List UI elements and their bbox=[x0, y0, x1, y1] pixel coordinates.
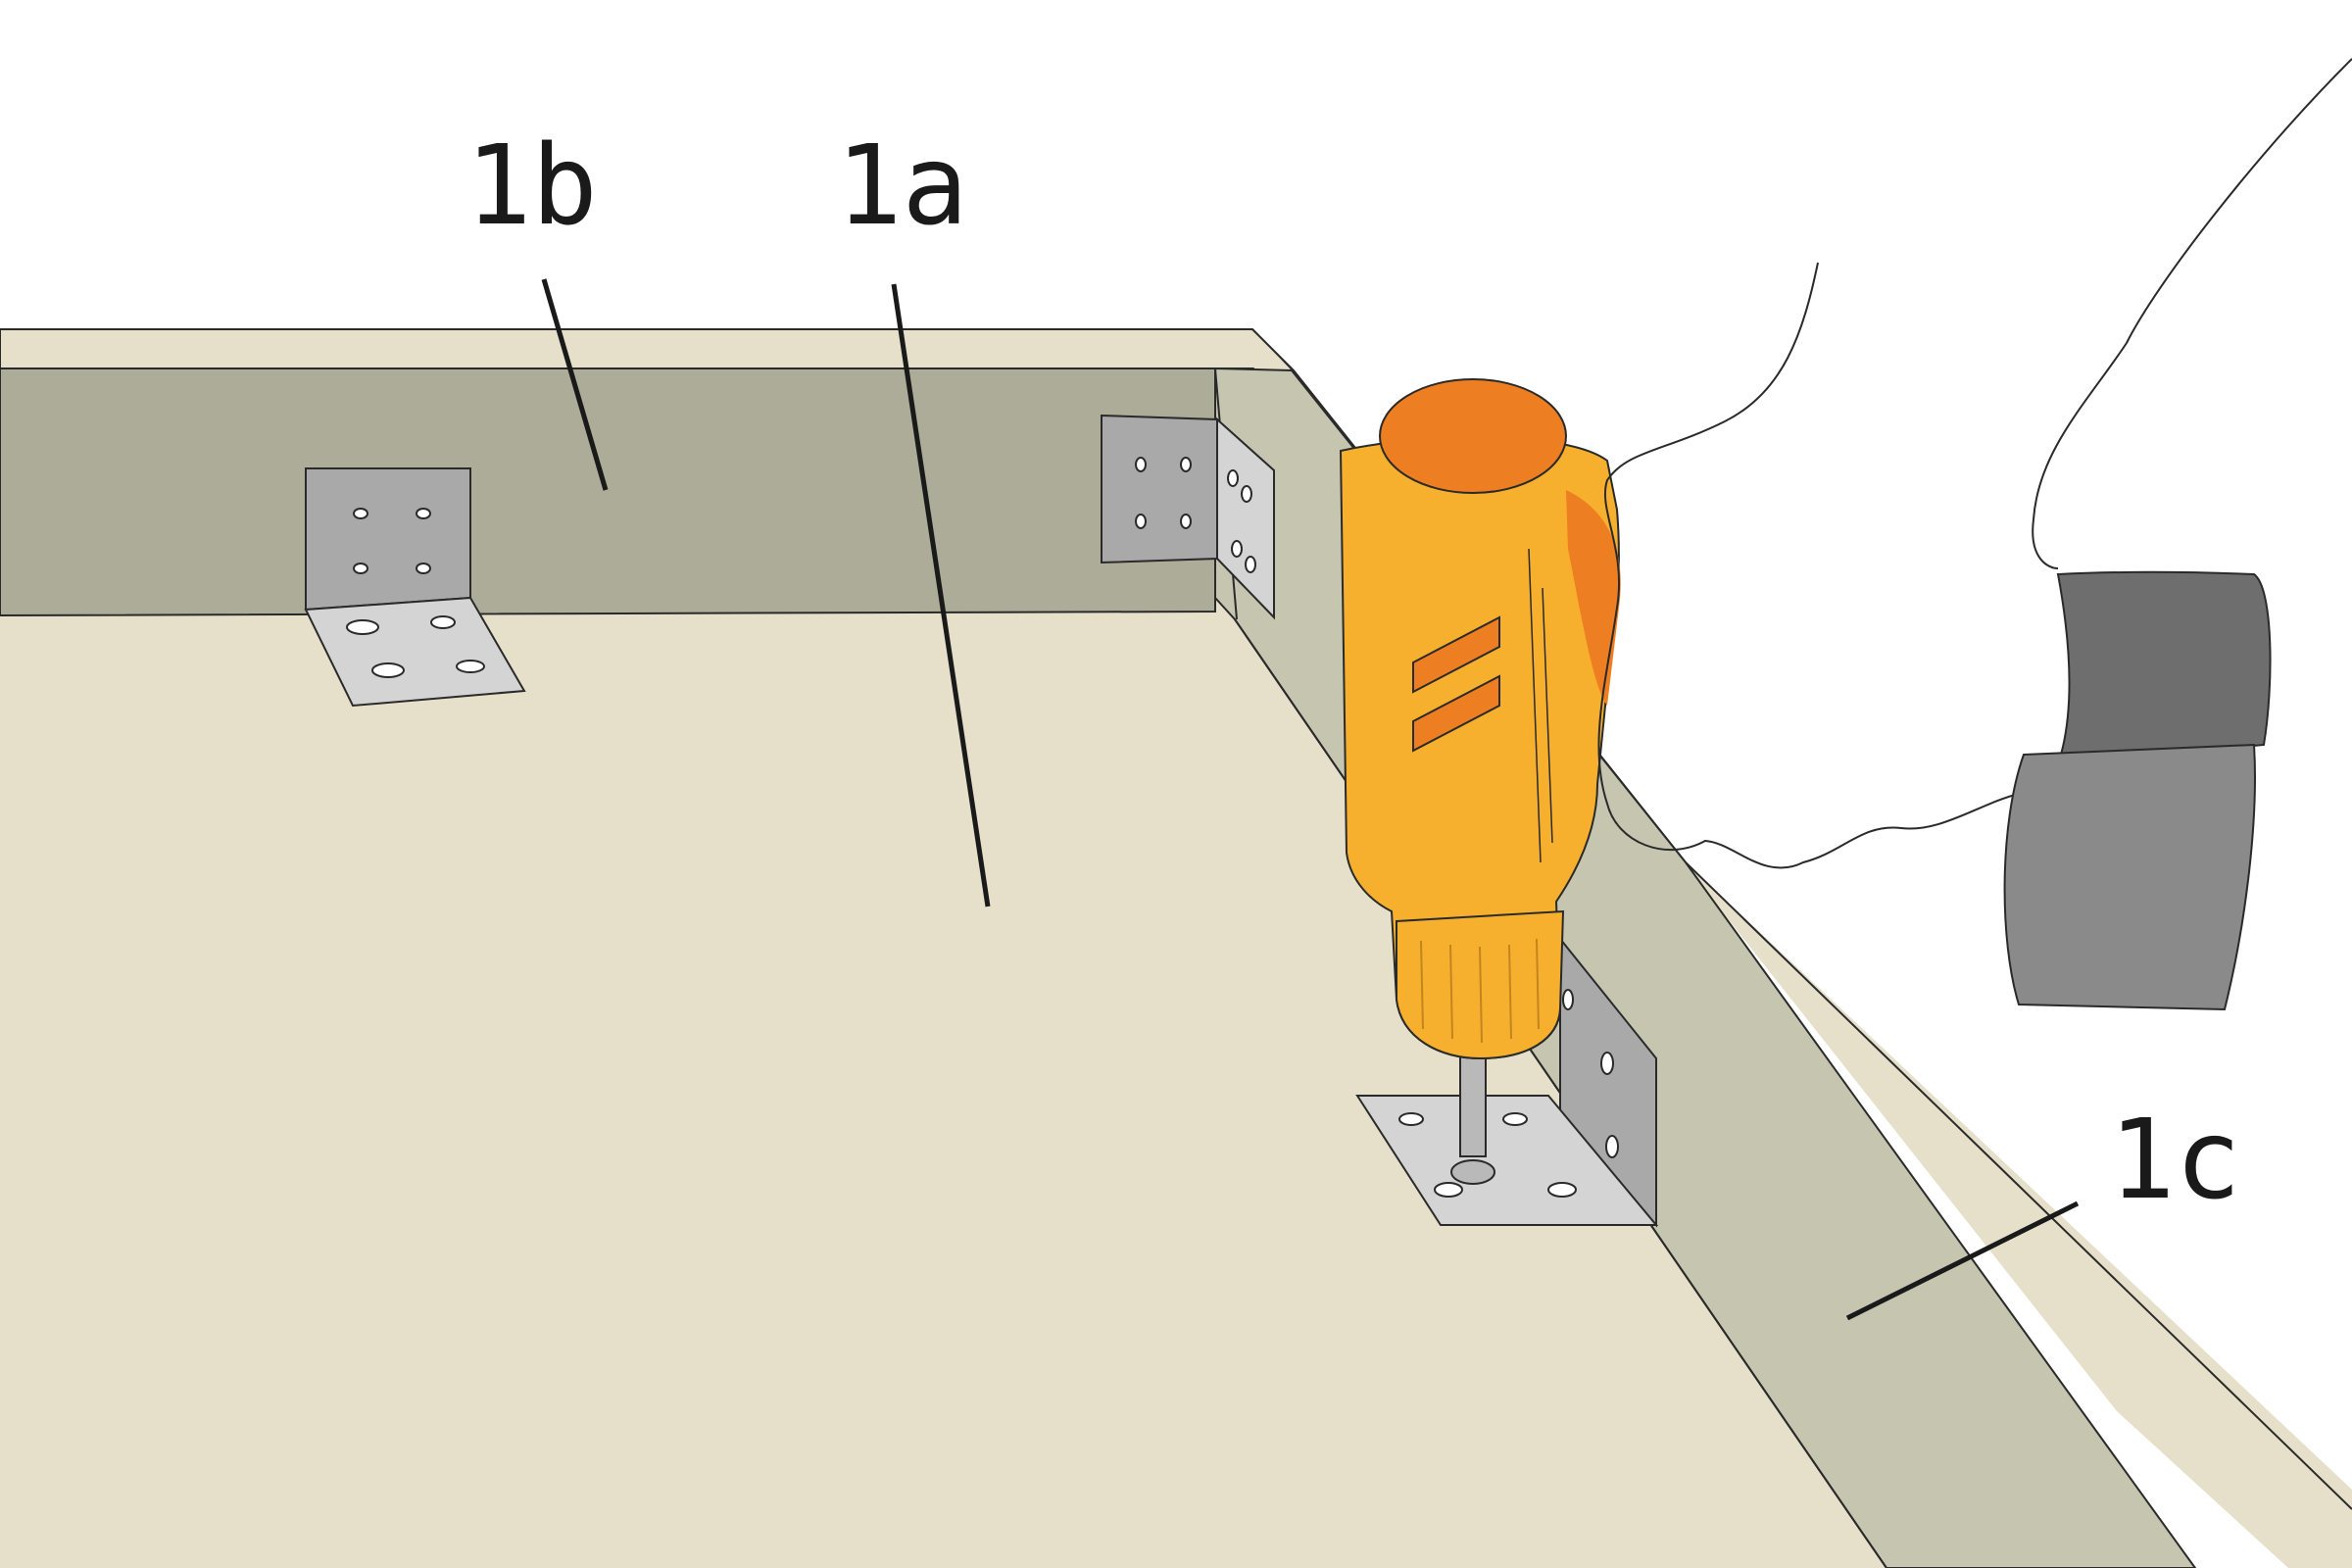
leader-line-1a bbox=[891, 283, 991, 907]
side-panel-top-edge bbox=[1252, 329, 2352, 1568]
leader-line-1b bbox=[541, 278, 609, 491]
label-1c: 1c bbox=[2109, 1097, 2241, 1224]
angle-bracket-icon bbox=[304, 467, 526, 708]
back-panel-1b bbox=[0, 368, 1216, 617]
leader-line-1c bbox=[1845, 1200, 2080, 1321]
angle-bracket-icon bbox=[1101, 414, 1275, 620]
back-panel-top-edge bbox=[0, 328, 1293, 369]
hand-outline-icon bbox=[1597, 58, 2352, 869]
label-1b: 1b bbox=[466, 122, 598, 250]
angle-bracket-icon bbox=[1355, 936, 1659, 1228]
gloved-hand-icon bbox=[2003, 570, 2272, 1011]
cordless-drill-icon bbox=[1339, 378, 1621, 1060]
bottom-panel-1a bbox=[0, 598, 1886, 1568]
label-1a: 1a bbox=[836, 122, 968, 250]
